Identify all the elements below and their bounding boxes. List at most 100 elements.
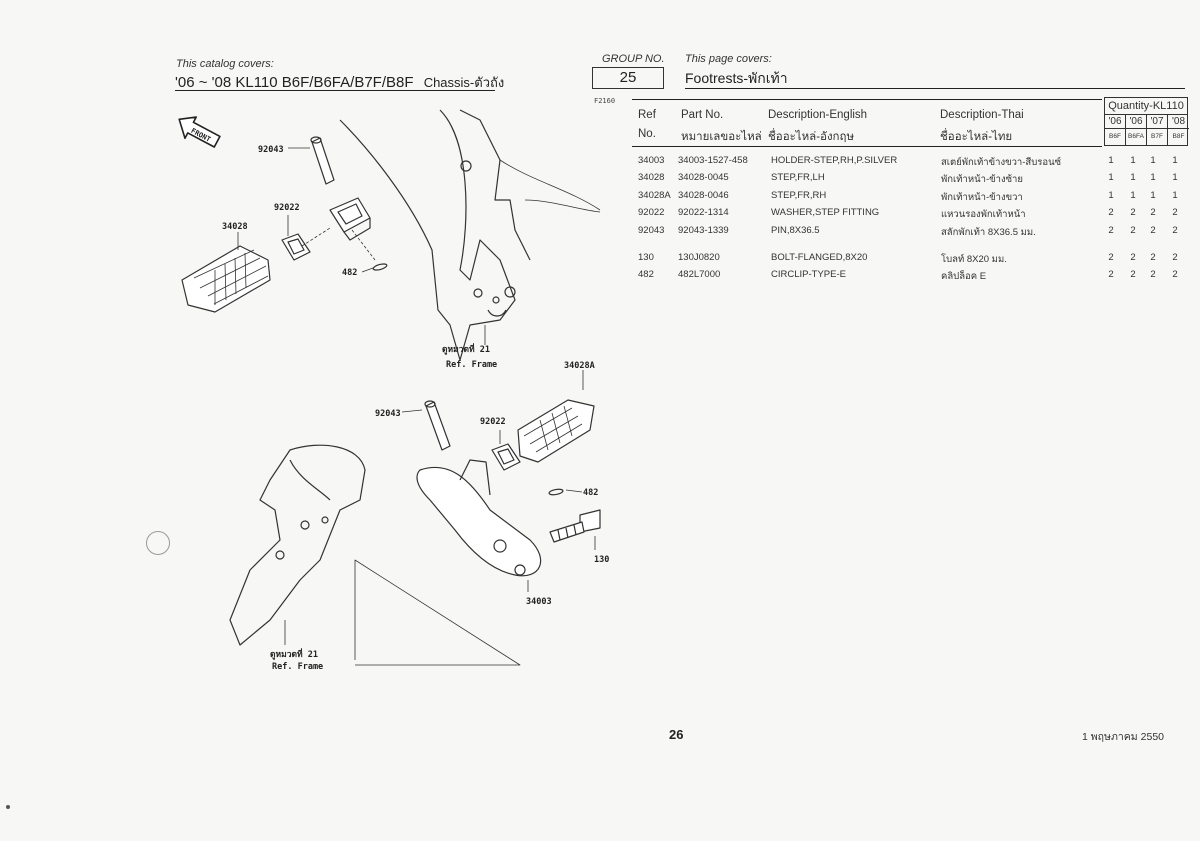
- qty-model: B8F: [1172, 133, 1185, 140]
- ref-frame-top-thai: ดูหมวดที่ 21: [442, 342, 490, 355]
- row-qty: 2: [1130, 252, 1136, 263]
- circlip-top-icon: [372, 263, 388, 271]
- group-number-box: 25: [592, 67, 664, 89]
- row-qty: 1: [1172, 190, 1178, 201]
- qty-year: '06: [1105, 115, 1126, 129]
- callout-washer-bottom: 92022: [480, 417, 506, 427]
- row-part-no: 34003-1527-458: [678, 155, 748, 166]
- row-part-no: 92043-1339: [678, 225, 729, 236]
- row-ref: 34028: [638, 172, 665, 183]
- row-qty: 1: [1150, 172, 1156, 183]
- table-row: 482 482L7000 CIRCLIP-TYPE-E คลิปล็อค E 2…: [638, 269, 1188, 283]
- row-qty: 1: [1172, 155, 1178, 166]
- row-qty: 1: [1172, 172, 1178, 183]
- callout-circlip-bottom: 482: [583, 488, 598, 498]
- row-qty: 1: [1108, 190, 1114, 201]
- row-desc-en: WASHER,STEP FITTING: [771, 207, 880, 218]
- row-desc-en: STEP,FR,RH: [771, 190, 827, 201]
- row-qty: 2: [1172, 252, 1178, 263]
- holder-icon: [416, 466, 542, 577]
- row-qty: 2: [1130, 269, 1136, 280]
- row-qty: 2: [1150, 252, 1156, 263]
- footrest-exploded-diagram: FRONT: [178, 109, 609, 672]
- table-row: 92043 92043-1339 PIN,8X36.5 สลักพักเท้า …: [638, 225, 1188, 239]
- row-qty: 1: [1130, 172, 1136, 183]
- ref-frame-top: Ref. Frame: [446, 360, 497, 370]
- callout-pin-top: 92043: [258, 145, 284, 155]
- row-qty: 2: [1150, 269, 1156, 280]
- col-part-no-thai: หมายเลขอะไหล่: [681, 131, 762, 143]
- row-desc-th: พักเท้าหน้า-ข้างขวา: [941, 192, 1023, 203]
- row-part-no: 92022-1314: [678, 207, 729, 218]
- row-qty: 2: [1108, 225, 1114, 236]
- callout-pin-bottom: 92043: [375, 409, 401, 419]
- row-qty: 1: [1130, 155, 1136, 166]
- table-top-rule: [632, 99, 1102, 100]
- table-row: 34028A 34028-0046 STEP,FR,RH พักเท้าหน้า…: [638, 190, 1188, 204]
- bolt-icon: [549, 509, 601, 543]
- frame-lower: [229, 444, 366, 646]
- table-row: 130 130J0820 BOLT-FLANGED,8X20 โบลท์ 8X2…: [638, 252, 1188, 266]
- row-part-no: 34028-0045: [678, 172, 729, 183]
- row-desc-th: แหวนรองพักเท้าหน้า: [941, 209, 1026, 220]
- col-desc-en-thai: ชื่ออะไหล่-อังกฤษ: [768, 131, 855, 143]
- col-desc-th-thai: ชื่ออะไหล่-ไทย: [940, 131, 1013, 143]
- qty-model: B7F: [1147, 129, 1168, 145]
- row-part-no: 482L7000: [678, 269, 721, 280]
- row-qty: 2: [1108, 269, 1114, 280]
- row-qty: 1: [1108, 172, 1114, 183]
- quantity-header: Quantity-KL110 '06 '06 '07 '08 B6F B6FA …: [1104, 97, 1189, 146]
- front-arrow-icon: FRONT: [178, 116, 221, 148]
- row-desc-en: CIRCLIP-TYPE-E: [771, 269, 846, 280]
- page-number: 26: [669, 727, 684, 742]
- col-desc-th: Description-Thai: [940, 109, 1024, 121]
- frame-upper: [339, 109, 516, 361]
- qty-year: '07: [1147, 115, 1168, 129]
- binder-hole: [146, 531, 170, 555]
- row-qty: 1: [1150, 190, 1156, 201]
- catalog-title: '06 ~ '08 KL110 B6F/B6FA/B7F/B8F Chassis…: [175, 72, 504, 93]
- catalog-section: Chassis-ตัวถัง: [423, 75, 505, 90]
- row-ref: 34003: [638, 155, 665, 166]
- pin-bottom-icon: [425, 401, 451, 451]
- col-ref: Ref: [638, 109, 656, 121]
- row-qty: 2: [1130, 225, 1136, 236]
- row-desc-th: โบลท์ 8X20 มม.: [941, 254, 1007, 265]
- catalog-model: '06 ~ '08 KL110 B6F/B6FA/B7F/B8F: [175, 74, 414, 91]
- figure-code: F2160: [594, 97, 616, 105]
- row-desc-th: สลักพักเท้า 8X36.5 มม.: [941, 227, 1036, 238]
- row-desc-en: HOLDER-STEP,RH,P.SILVER: [771, 155, 898, 166]
- row-ref: 92022: [638, 207, 665, 218]
- row-qty: 2: [1150, 225, 1156, 236]
- row-desc-th: สเตย์พักเท้าข้างขวา-สีบรอนซ์: [941, 157, 1062, 168]
- qty-year: '08: [1168, 115, 1189, 129]
- footer-date: 1 พฤษภาคม 2550: [1082, 731, 1164, 743]
- washer-bottom-icon: [491, 443, 521, 471]
- ref-frame-bottom-thai: ดูหมวดที่ 21: [270, 647, 318, 660]
- callout-holder: 34003: [526, 597, 552, 607]
- col-desc-en: Description-English: [768, 109, 868, 121]
- row-desc-en: BOLT-FLANGED,8X20: [771, 252, 868, 263]
- step-bracket-top: [329, 197, 371, 233]
- row-qty: 2: [1108, 252, 1114, 263]
- group-no-label: GROUP NO.: [602, 53, 665, 65]
- title-underline: [175, 90, 495, 91]
- callout-step-lh: 34028: [222, 222, 248, 232]
- page-covers-title: Footrests-พักเท้า: [685, 70, 788, 86]
- row-desc-en: PIN,8X36.5: [771, 225, 820, 236]
- qty-model: B6FA: [1126, 129, 1147, 145]
- callout-washer-top: 92022: [274, 203, 300, 213]
- pin-top-icon: [311, 137, 335, 185]
- table-row: 92022 92022-1314 WASHER,STEP FITTING แหว…: [638, 207, 1188, 221]
- washer-top-icon: [281, 233, 311, 261]
- callout-circlip-top: 482: [342, 268, 357, 278]
- row-qty: 1: [1150, 155, 1156, 166]
- row-qty: 2: [1172, 207, 1178, 218]
- row-qty: 2: [1108, 207, 1114, 218]
- quantity-title: Quantity-KL110: [1105, 98, 1187, 115]
- qty-year: '06: [1126, 115, 1147, 129]
- circlip-bottom-icon: [548, 488, 564, 496]
- row-desc-th: พักเท้าหน้า-ข้างซ้าย: [941, 174, 1023, 185]
- row-part-no: 130J0820: [678, 252, 720, 263]
- page-covers-underline: [685, 88, 1185, 89]
